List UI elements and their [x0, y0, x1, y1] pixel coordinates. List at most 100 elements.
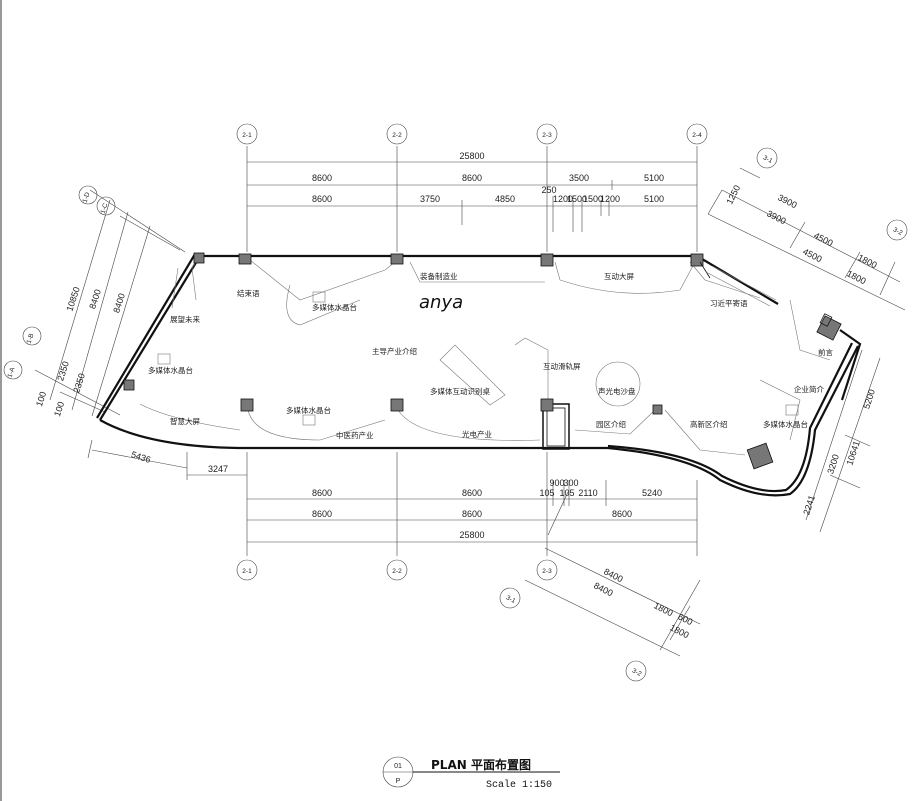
axis-br-1: 3-1 [505, 594, 517, 605]
bottom-right-dimension-labels: 8400 8400 1800 600 1800 [592, 566, 694, 640]
label-screen: 互动大屏 [604, 271, 634, 281]
label-photo: 光电产业 [462, 429, 492, 439]
dim-rb-2241: 2241 [801, 494, 817, 516]
dim-top-r1-4: 5100 [644, 173, 664, 183]
dim-top-r2-1: 8600 [312, 194, 332, 204]
dim-rt-4500a: 4500 [812, 230, 834, 248]
dim-bot-r1-3: 105 [539, 488, 554, 498]
furniture [157, 291, 799, 426]
label-media-left: 多媒体水晶台 [148, 365, 193, 375]
top-axis-bubbles: 2-1 2-2 2-3 2-4 [236, 123, 708, 145]
title-block: 01 P PLAN 平面布置图 Scale 1:150 [382, 756, 560, 791]
dim-top-small-1: 1200 [553, 194, 573, 204]
entrance-frame [542, 403, 570, 450]
dim-rt-1800b: 1800 [845, 268, 867, 286]
label-main: 主导产业介绍 [372, 346, 417, 356]
dim-left-2350a: 2350 [55, 360, 71, 382]
title-main: PLAN 平面布置图 [431, 757, 531, 772]
dim-bot-small-300: 300 [563, 478, 578, 488]
dim-top-r2-2: 3750 [420, 194, 440, 204]
axis-left-a: 1-A [7, 366, 17, 378]
dim-br-1800a: 1800 [652, 600, 674, 618]
dim-rb-10641: 10641 [845, 440, 862, 467]
label-media-right: 多媒体水晶台 [763, 419, 808, 429]
label-park: 园区介绍 [596, 419, 626, 429]
label-xjp: 习近平寄语 [710, 298, 748, 308]
label-hightech: 高新区介绍 [690, 419, 728, 429]
watermark: anya [419, 292, 463, 313]
axis-top-2: 2-2 [392, 132, 402, 139]
right-bottom-dimensions [805, 349, 881, 533]
dim-rt-4500b: 4500 [801, 246, 823, 264]
dim-top-small-4: 1200 [600, 194, 620, 204]
axis-top-4: 2-4 [692, 132, 702, 139]
dim-left-10850: 10850 [65, 286, 82, 313]
label-preface: 前言 [818, 347, 833, 357]
dim-left-100a: 100 [34, 390, 48, 407]
title-scale: Scale 1:150 [486, 779, 552, 791]
left-axis-bubbles: 1-D 1-C 1-B 1-A [3, 185, 116, 380]
dim-bot-r1-2: 8600 [462, 488, 482, 498]
dim-top-r1-2: 8600 [462, 173, 482, 183]
title-bubble-number: 01 [394, 763, 402, 770]
dim-left-8400b: 8400 [111, 292, 127, 314]
dim-bot-r1-4: 105 [559, 488, 574, 498]
dim-bot-total: 25800 [459, 530, 484, 540]
axis-bottom-2: 2-2 [392, 568, 402, 575]
label-media-mid: 多媒体水晶台 [286, 405, 331, 415]
label-rail: 互动滑轨屏 [543, 361, 581, 371]
top-dimensions [246, 146, 698, 252]
bottom-axis-bubbles: 2-1 2-2 2-3 [236, 559, 558, 581]
top-dimension-labels: 25800 8600 8600 3500 5100 8600 3750 4850… [312, 151, 664, 204]
dim-bot-r1-1: 8600 [312, 488, 332, 498]
label-tcm: 中医药产业 [336, 430, 374, 440]
left-dimensions [34, 189, 186, 417]
axis-left-d: 1-D [82, 191, 92, 203]
axis-br-2: 3-2 [631, 667, 643, 678]
dim-left-8400a: 8400 [87, 288, 103, 310]
dim-top-small-2: 1500 [567, 194, 587, 204]
dim-bot-r2-1: 8600 [312, 509, 332, 519]
dim-bot-r1-6: 5240 [642, 488, 662, 498]
right-top-axis-bubbles: 3-1 3-2 [756, 147, 908, 241]
dim-rt-1250: 1250 [724, 183, 742, 205]
exterior-walls [96, 253, 862, 497]
dim-lower-left-3247: 3247 [208, 464, 228, 474]
bottom-right-axis-bubbles: 3-1 3-2 [499, 587, 647, 682]
label-sand: 声光电沙盘 [598, 386, 636, 396]
dim-top-small-3: 1500 [583, 194, 603, 204]
dim-bot-small-900: 900 [549, 478, 564, 488]
right-top-dimensions [707, 167, 906, 311]
dim-bot-r2-2: 8600 [462, 509, 482, 519]
dim-bot-r2-3: 8600 [612, 509, 632, 519]
structural-columns [123, 252, 842, 470]
axis-rt-2: 3-2 [892, 226, 904, 237]
label-end: 结束语 [237, 288, 260, 298]
label-media1: 多媒体水晶台 [312, 302, 357, 312]
dim-top-total: 25800 [459, 151, 484, 161]
dim-top-r1-3: 3500 [569, 173, 589, 183]
ramp-hatch [705, 265, 777, 307]
dim-top-r2-4: 5100 [644, 194, 664, 204]
axis-bottom-3: 2-3 [542, 568, 552, 575]
dim-rt-1800a: 1800 [856, 252, 878, 270]
label-interact: 多媒体互动识别桌 [430, 386, 490, 396]
dim-bot-r1-5: 2110 [578, 488, 597, 498]
dim-top-small-250: 250 [541, 185, 556, 195]
left-lower-dim-lines [87, 439, 188, 469]
dim-rt-3900a: 3900 [776, 192, 798, 210]
dim-lower-left-5436: 5436 [130, 449, 152, 465]
label-future: 展望未来 [170, 314, 200, 324]
label-equip: 装备制造业 [420, 271, 458, 281]
room-labels: 结束语 多媒体水晶台 装备制造业 互动大屏 习近平寄语 展望未来 主导产业介绍 … [148, 271, 833, 440]
dim-rb-3200: 3200 [825, 453, 841, 475]
bottom-right-dimensions [524, 491, 701, 657]
dim-top-r1-1: 8600 [312, 173, 332, 183]
sand-table-outline [595, 361, 641, 407]
label-company: 企业简介 [794, 384, 824, 394]
label-smart: 智慧大屏 [170, 416, 200, 426]
dim-rb-5200: 5200 [861, 388, 877, 410]
dim-br-8400b: 8400 [592, 580, 614, 598]
dim-left-2350b: 2350 [71, 372, 87, 394]
